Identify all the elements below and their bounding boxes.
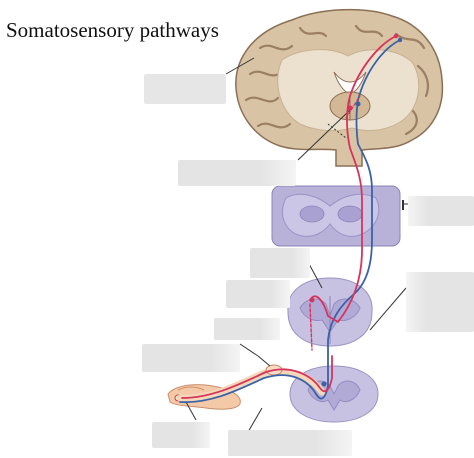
label-box-tract-upper bbox=[250, 248, 310, 278]
label-box-receptor bbox=[152, 422, 210, 448]
cortex-leader-line bbox=[225, 57, 255, 75]
label-box-nerve bbox=[142, 344, 240, 372]
pathway-red-dashed bbox=[309, 303, 313, 351]
pathways bbox=[179, 33, 403, 403]
label-box-spinal-right bbox=[406, 272, 474, 332]
label-box-tract-mid bbox=[226, 280, 290, 308]
lower-spinal-section bbox=[247, 365, 379, 433]
lateral-ventricles bbox=[333, 71, 367, 95]
diagram-title: Somatosensory pathways bbox=[6, 18, 219, 42]
upper-spinal-section bbox=[287, 261, 407, 347]
label-box-cortex bbox=[144, 74, 226, 104]
thalamus-leader-line bbox=[297, 109, 351, 161]
label-box-ganglion bbox=[214, 318, 280, 340]
brain-section bbox=[225, 8, 444, 167]
medulla-section bbox=[271, 185, 408, 247]
label-box-thalamus bbox=[178, 160, 296, 186]
label-box-spinal-lower bbox=[228, 430, 352, 456]
label-box-medulla bbox=[408, 196, 474, 226]
pathway-red bbox=[181, 35, 397, 399]
pathway-thalamic-dashed bbox=[345, 95, 361, 119]
